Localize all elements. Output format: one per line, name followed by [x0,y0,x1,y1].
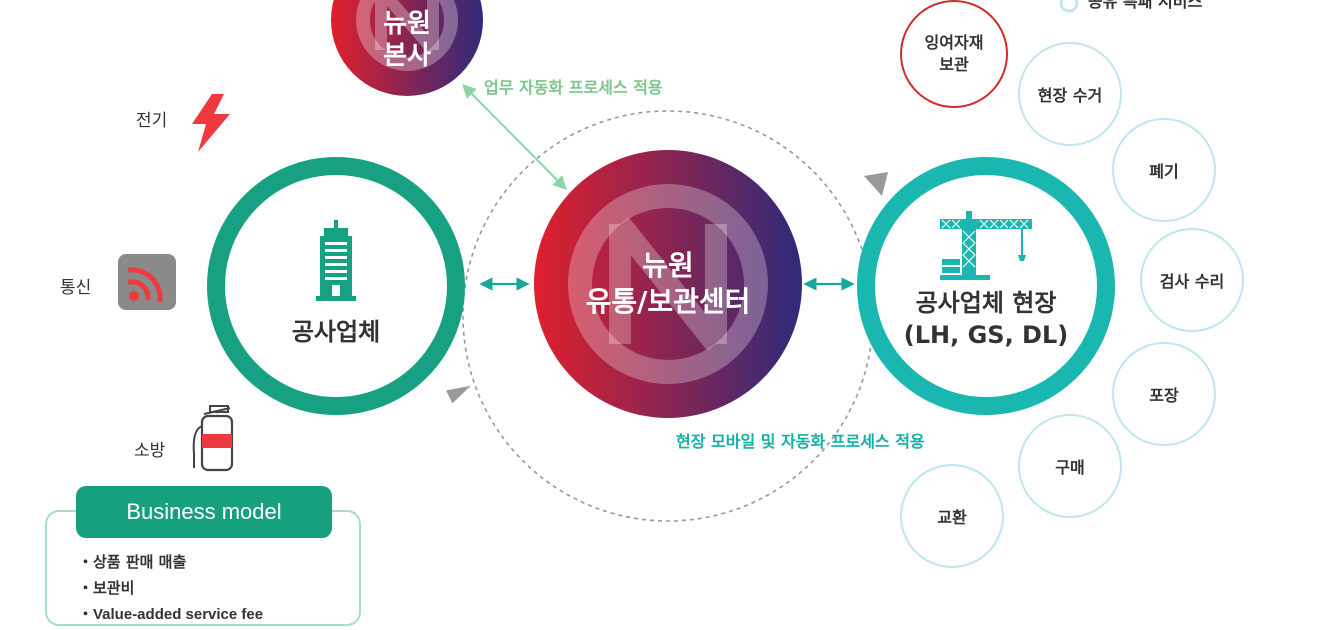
utility-label-fire: 소방 [134,441,166,461]
site-line2: (LH, GS, DL) [903,321,1069,349]
lightning-icon [192,94,230,152]
utility-label-electricity: 전기 [136,111,168,131]
service-inspection-repair: 검사 수리 [1140,228,1244,332]
service-exchange: 교환 [900,464,1004,568]
building-icon [316,219,356,301]
business-model-item: ・Value-added service fee [78,606,264,623]
business-model-item: ・상품 판매 매출 [78,553,187,571]
site-line1: 공사업체 현장 [915,289,1057,317]
center-node: 뉴원 유통/보관센터 [534,150,802,418]
contractor-node: 공사업체 [207,157,465,415]
cycle-arrowhead-top [864,172,888,196]
service-disposal: 폐기 [1112,118,1216,222]
headquarters-node: 뉴원 본사 [331,0,483,96]
business-model-title: Business model [76,486,332,538]
site-node: 공사업체 현장 (LH, GS, DL) [857,157,1115,415]
headquarters-line2: 본사 [383,41,431,71]
no-sign-icon [568,184,768,384]
utility-label-telecom: 통신 [60,278,92,298]
hq-center-arrow [462,84,567,190]
crane-icon [940,211,1032,280]
cycle-arrowhead-bottom [446,385,471,404]
wifi-icon [118,254,176,310]
legend-label: 공유 특패 서비스 [1088,0,1203,11]
surplus-line1: 잉여자재 [924,33,984,52]
business-model-item: ・보관비 [78,579,135,597]
contractor-label: 공사업체 [291,317,381,346]
center-line1: 뉴원 [642,249,694,282]
surplus-line2: 보관 [939,55,969,74]
center-line2: 유통/보관센터 [585,285,751,318]
service-purchase: 구매 [1018,414,1122,518]
annotation-bottom: 현장 모바일 및 자동화 프로세스 적용 [676,432,925,451]
fire-extinguisher-icon [192,405,234,472]
surplus-storage-node: 잉여자재 보관 [900,0,1008,108]
service-site-pickup: 현장 수거 [1018,42,1122,146]
no-sign-icon [356,0,458,71]
headquarters-line1: 뉴원 [383,9,431,39]
legend-marker [1059,0,1079,13]
annotation-top: 업무 자동화 프로세스 적용 [484,78,663,97]
service-packaging: 포장 [1112,342,1216,446]
